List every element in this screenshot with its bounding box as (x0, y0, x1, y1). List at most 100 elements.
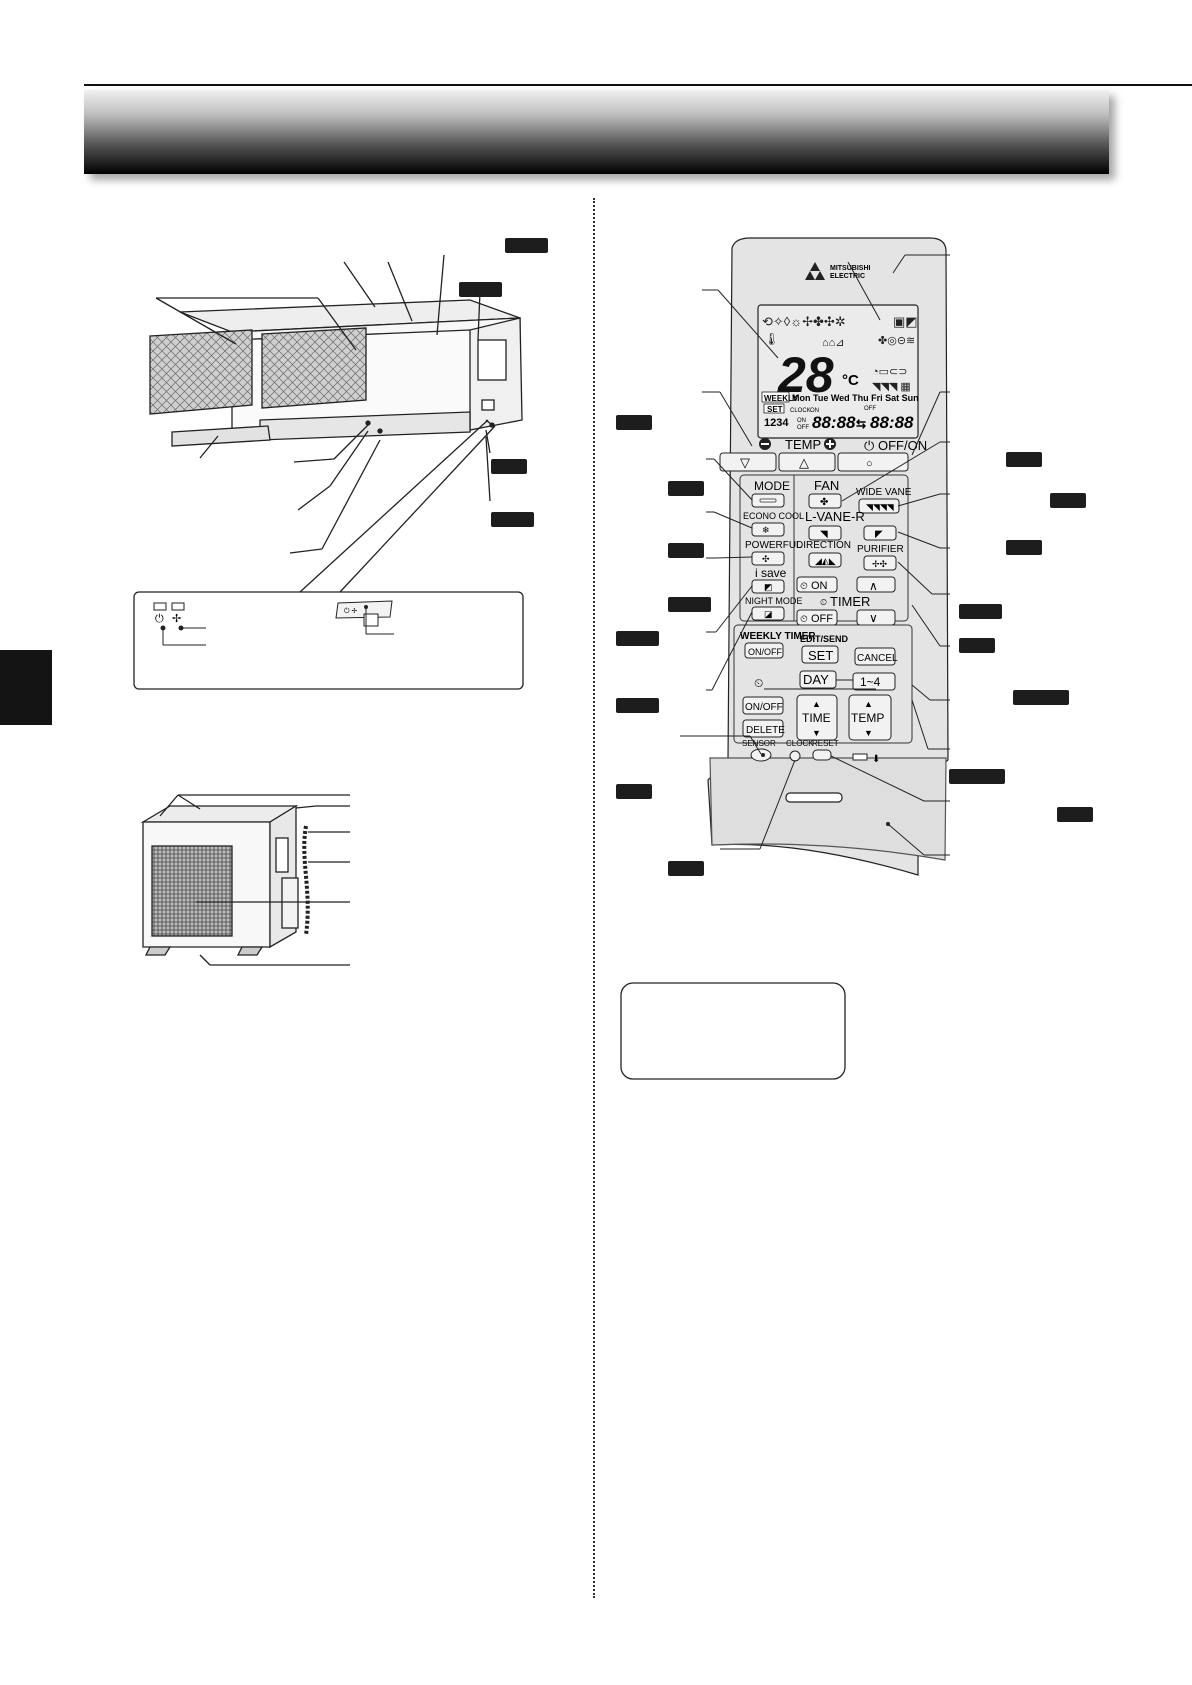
indoor-unit (149, 254, 523, 593)
svg-text:▼: ▼ (864, 728, 873, 738)
left-vane-button[interactable]: ◥ (808, 525, 842, 541)
svg-text:△: △ (799, 455, 809, 470)
svg-text:∨: ∨ (869, 611, 878, 625)
brand-logo-icon (805, 262, 825, 280)
timer-down-button[interactable]: ∨ (856, 609, 896, 626)
clock-icon: ⏲ (754, 676, 763, 690)
remote-leader-lines (680, 254, 950, 856)
battery-icon: ⬇ (852, 753, 880, 765)
svg-text:◔▭⊂⊃: ◔▭⊂⊃ (872, 366, 907, 378)
svg-text:DAY: DAY (803, 672, 829, 687)
timer-up-button[interactable]: ∧ (856, 576, 896, 593)
weekly-timer-label: WEEKLY TIMER (740, 631, 816, 642)
svg-text:SET: SET (808, 648, 833, 663)
i-save-button[interactable]: ◩ (751, 579, 785, 594)
svg-text:◤: ◤ (875, 529, 883, 540)
svg-text:⌂⌂⊿: ⌂⌂⊿ (822, 337, 845, 349)
label-tag (1050, 493, 1086, 508)
cancel-button[interactable]: CANCEL (854, 647, 898, 666)
time-button[interactable]: ▲ TIME ▼ (796, 694, 838, 741)
temp-up-button[interactable]: △ (778, 452, 836, 472)
label-tag (616, 784, 652, 799)
temp-down-button[interactable]: ▽ (719, 452, 777, 472)
lcd-unit: °C (842, 372, 859, 389)
svg-text:🌡: 🌡 (764, 332, 779, 346)
label-tag (1006, 452, 1042, 467)
reset-button[interactable] (812, 749, 832, 761)
direction-button[interactable]: ◢◭◣ (808, 552, 842, 568)
label-tag (616, 415, 652, 430)
powerful-button[interactable]: ✣ (751, 551, 785, 566)
lcd-set: SET (767, 405, 783, 414)
temp2-button[interactable]: ▲ TEMP ▼ (848, 694, 892, 741)
svg-text:⏲: ⏲ (800, 614, 808, 625)
note-box (620, 982, 846, 1080)
brand-line-2: ELECTRIC (830, 273, 865, 280)
label-tag (616, 631, 659, 646)
lcd-clock-on: ON (810, 408, 819, 414)
lcd-days: Mon Tue Wed Thu Fri Sat Sun (792, 393, 919, 403)
on-off-button[interactable]: ON/OFF (742, 696, 784, 715)
label-tag (959, 638, 995, 653)
svg-text:∧: ∧ (869, 579, 878, 593)
label-tag (668, 543, 704, 558)
svg-text:CANCEL: CANCEL (857, 653, 898, 664)
svg-text:▽: ▽ (740, 455, 750, 470)
l-vane-r-label: L-VANE-R (805, 509, 865, 524)
indicator-inset: ⏻ ✢ ⏻ ✢ (133, 591, 524, 690)
one-to-four-button[interactable]: 1~4 (852, 672, 896, 691)
label-tag (668, 861, 704, 876)
night-mode-button[interactable]: ◪ (751, 606, 785, 621)
timer-off-button[interactable]: ⏲ OFF (796, 609, 838, 626)
delete-button[interactable]: DELETE (742, 719, 785, 738)
svg-text:TIME: TIME (802, 711, 831, 725)
lcd-off: OFF (864, 406, 876, 412)
off-on-button[interactable]: ○ (837, 452, 909, 472)
svg-text:▲: ▲ (812, 699, 821, 709)
clock-button[interactable] (789, 750, 801, 762)
label-tag (459, 282, 502, 297)
mode-button[interactable] (751, 493, 785, 508)
lcd-weekly: WEEKLY (764, 394, 798, 403)
right-vane-button[interactable]: ◤ (863, 525, 897, 541)
header-banner (84, 90, 1109, 174)
svg-text:◩: ◩ (764, 582, 773, 592)
direction-label: DIRECTION (796, 540, 851, 551)
label-tag (1057, 807, 1093, 822)
air-filters (149, 327, 367, 415)
mode-label: MODE (754, 479, 790, 493)
day-button[interactable]: DAY (799, 670, 837, 689)
svg-text:⏲: ⏲ (800, 581, 808, 592)
brand-line-1: MITSUBISHI (830, 265, 871, 272)
wide-vane-button[interactable]: ◥◥◥◥ (858, 498, 900, 514)
label-tag (1013, 690, 1069, 705)
svg-text:⏻: ⏻ (155, 613, 164, 625)
fan-label: FAN (814, 478, 839, 493)
econo-cool-button[interactable]: ❄ (751, 522, 785, 537)
lcd-off-small: OFF (797, 425, 809, 431)
svg-text:ON/OFF: ON/OFF (748, 647, 782, 657)
svg-text:◪: ◪ (764, 609, 773, 619)
label-tag (959, 604, 1002, 619)
svg-text:ON/OFF: ON/OFF (745, 702, 783, 713)
timer-label: TIMER (830, 594, 870, 609)
lcd-time-right: 88:88 (870, 413, 914, 432)
set-button[interactable]: SET (801, 645, 839, 664)
outdoor-unit (140, 794, 350, 966)
label-tag (491, 512, 534, 527)
timer-clock-icon: ⏲ (820, 597, 827, 607)
svg-text:✢✣: ✢✣ (872, 559, 888, 569)
label-tag (1006, 540, 1042, 555)
purifier-button[interactable]: ✢✣ (863, 555, 897, 571)
svg-text:▲: ▲ (864, 699, 873, 709)
fan-button[interactable]: ✤ (808, 493, 842, 509)
svg-text:❄: ❄ (762, 525, 770, 535)
weekly-on-off-button[interactable]: ON/OFF (744, 642, 784, 659)
night-mode-label: NIGHT MODE (745, 596, 802, 606)
timer-on-button[interactable]: ⏲ ON (796, 576, 838, 593)
label-tag (668, 597, 711, 612)
svg-text:⏻ ✢: ⏻ ✢ (344, 607, 357, 615)
svg-text:⟲✧◊☼✢✤✣✲: ⟲✧◊☼✢✤✣✲ (762, 314, 846, 329)
sensor-button[interactable] (750, 748, 772, 762)
sensor-label: SENSOR (742, 739, 776, 748)
